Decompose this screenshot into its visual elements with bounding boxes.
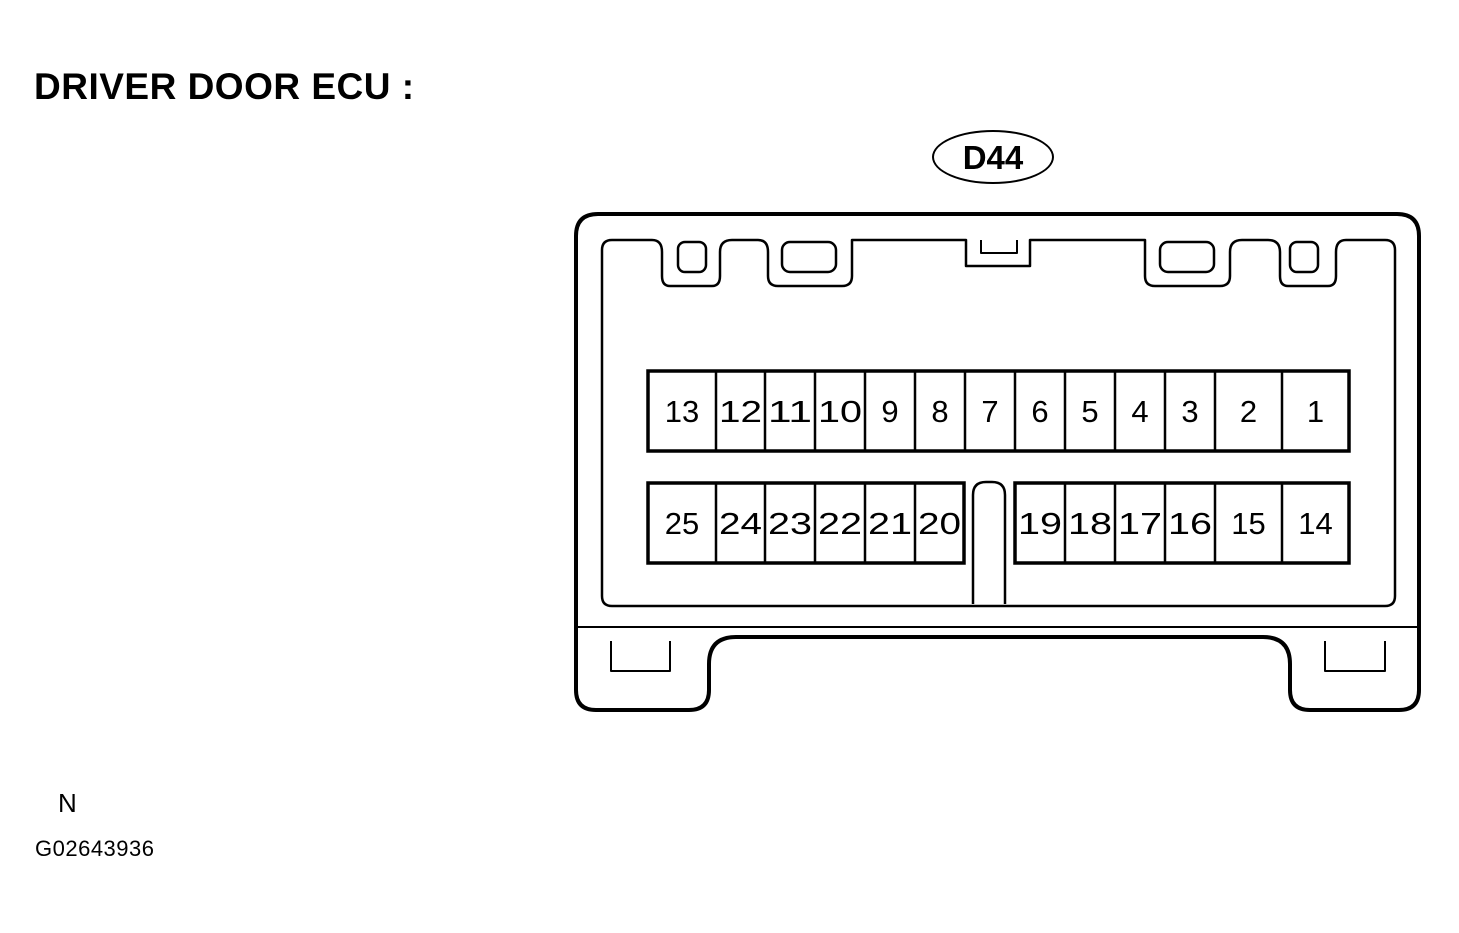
pin-number-3: 3 [1181, 394, 1198, 429]
pin-number-9: 9 [881, 394, 898, 429]
pin-number-22: 22 [818, 506, 862, 541]
latch-slot [1158, 240, 1216, 274]
pin-number-20: 20 [918, 506, 961, 541]
lower-tab-right [1324, 641, 1386, 672]
center-guide-rib [971, 480, 1007, 604]
top-key-notch [980, 240, 1018, 254]
pin-number-4: 4 [1131, 394, 1148, 429]
pin-number-25: 25 [665, 506, 699, 541]
pin-number-11: 11 [768, 394, 812, 429]
note-letter: N [58, 788, 77, 818]
connector-inner-face [600, 238, 1397, 608]
pin-number-12: 12 [719, 394, 762, 429]
pin-number-6: 6 [1031, 394, 1048, 429]
latch-slot [676, 240, 708, 274]
pin-row-frame [1013, 481, 1351, 565]
pin-number-5: 5 [1081, 394, 1098, 429]
pin-row-frame [646, 369, 1351, 453]
pin-number-1: 1 [1307, 394, 1324, 429]
latch-slot [780, 240, 838, 274]
pin-number-15: 15 [1231, 506, 1265, 541]
figure-code: G02643936 [35, 836, 155, 861]
pin-number-10: 10 [818, 394, 862, 429]
pin-number-7: 7 [981, 394, 998, 429]
pin-number-24: 24 [719, 506, 762, 541]
pin-number-18: 18 [1068, 506, 1112, 541]
connector-code-text: D44 [962, 138, 1024, 176]
latch-slot [1288, 240, 1320, 274]
connector-housing-outline [574, 212, 1421, 712]
pin-number-23: 23 [768, 506, 812, 541]
pin-number-14: 14 [1298, 506, 1332, 541]
pin-number-19: 19 [1018, 506, 1062, 541]
pin-number-17: 17 [1118, 506, 1162, 541]
pin-number-16: 16 [1168, 506, 1212, 541]
pin-number-8: 8 [931, 394, 948, 429]
connector-code-badge: D44 [932, 130, 1054, 184]
diagram-title: DRIVER DOOR ECU : [34, 66, 415, 107]
pin-row-frame [646, 481, 966, 565]
lower-tab-left [610, 641, 671, 672]
pin-number-2: 2 [1240, 394, 1257, 429]
pin-number-13: 13 [665, 394, 699, 429]
pin-number-21: 21 [868, 506, 912, 541]
